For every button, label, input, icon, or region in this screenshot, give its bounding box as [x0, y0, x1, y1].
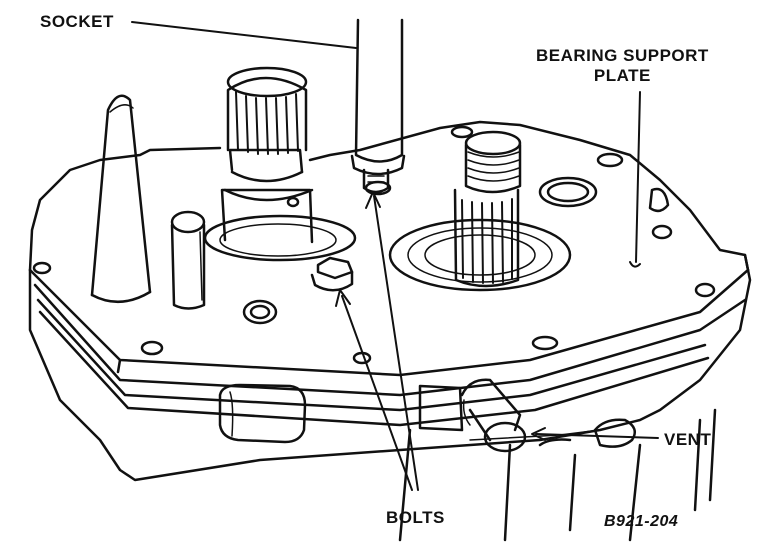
figure-id-label: B921-204 [604, 513, 679, 530]
bearing-support-plate-label: BEARING SUPPORT PLATE [536, 46, 709, 86]
vent-label: VENT [664, 430, 712, 449]
bolt-leader-line-2 [373, 195, 419, 491]
bolt-leader-line-1 [341, 295, 413, 491]
bearing-support-plate-label-line1: BEARING SUPPORT [536, 46, 709, 65]
bearing-support-plate-label-line2: PLATE [593, 66, 651, 85]
vent-leader-line [535, 433, 659, 439]
vent-arrowhead [531, 427, 546, 441]
socket-tool [350, 18, 406, 194]
bolt-arrowhead-2 [365, 191, 381, 209]
input-shaft [203, 66, 357, 262]
plate-leader-line [635, 91, 641, 263]
bolt-head [310, 180, 392, 292]
leader-lines [131, 21, 659, 491]
socket-leader-line [131, 21, 357, 49]
plate-leader-hook [629, 261, 641, 268]
short-post [170, 210, 206, 310]
vent-fitting [460, 378, 527, 453]
socket-label: SOCKET [40, 12, 114, 31]
transmission-case [28, 253, 752, 542]
bolt-arrowhead-1 [335, 289, 351, 307]
bolts-label: BOLTS [386, 508, 445, 527]
tapered-tube [90, 94, 152, 303]
output-shaft [388, 130, 572, 292]
bearing-support-plate [28, 120, 750, 377]
